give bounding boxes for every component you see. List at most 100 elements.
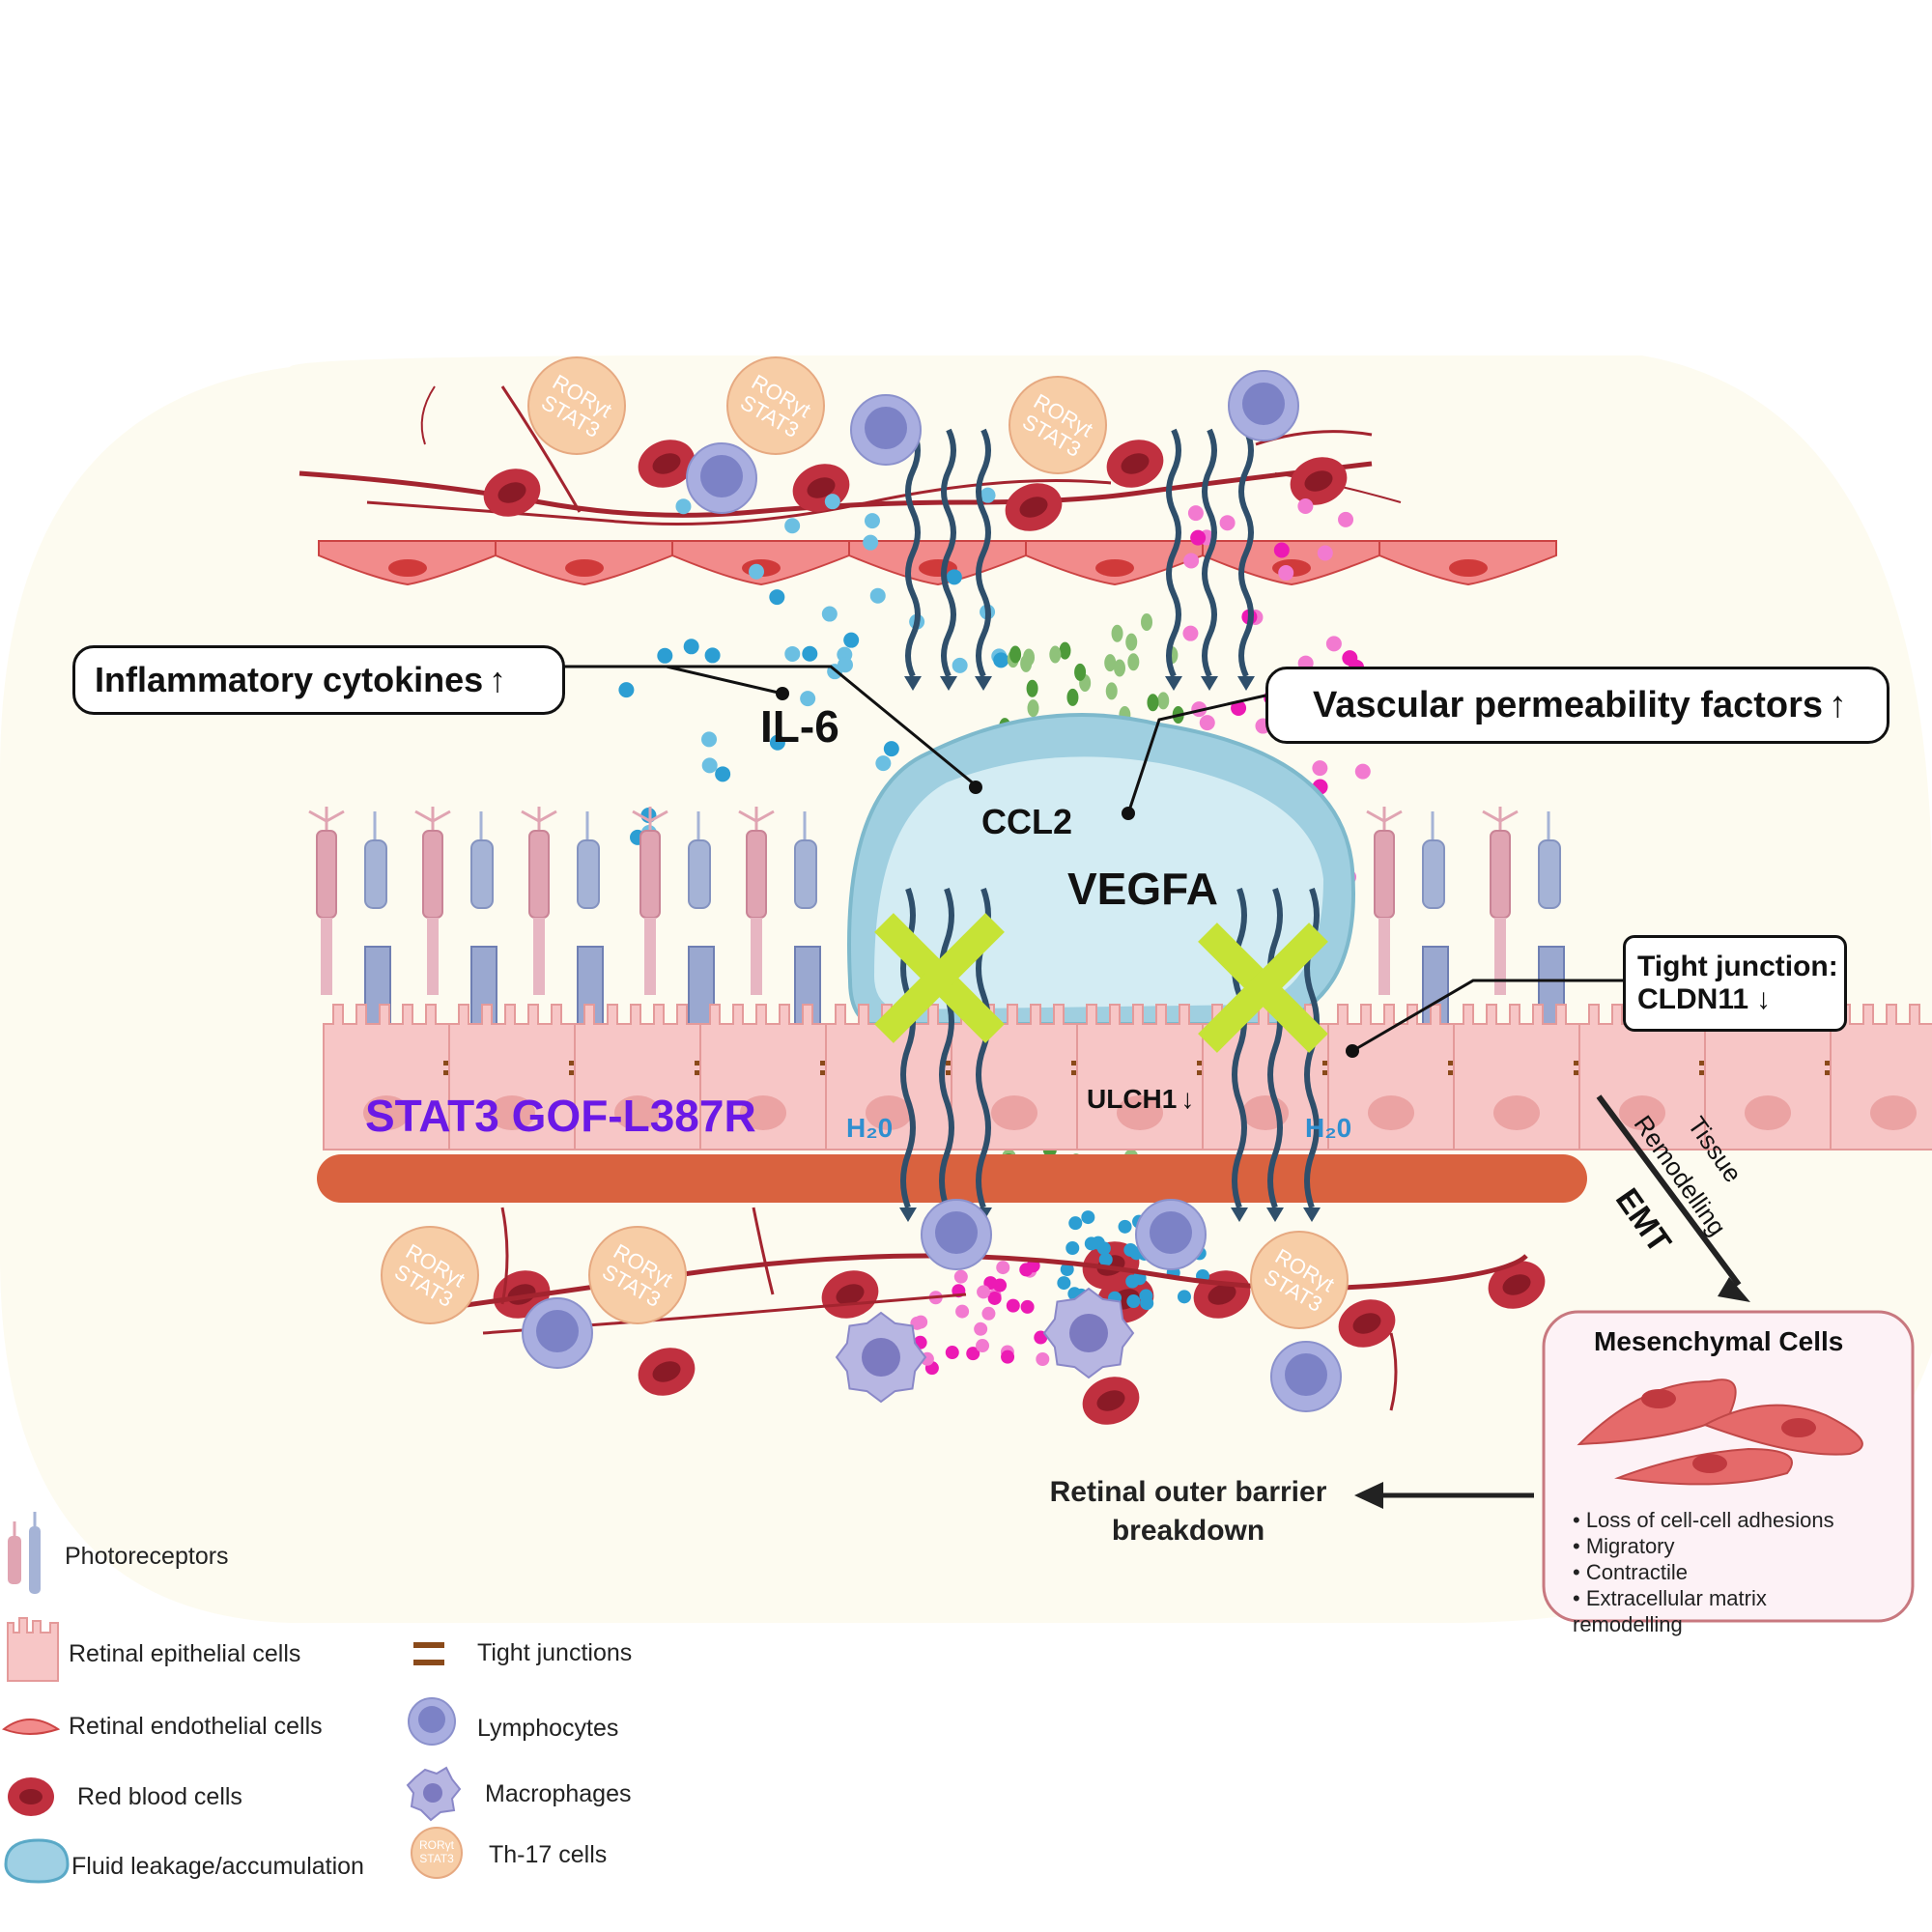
legend-lymphocytes: Lymphocytes [477, 1715, 619, 1742]
rbc-center [652, 453, 681, 474]
cone-body [577, 839, 600, 909]
vegfa-dot [1278, 565, 1294, 582]
epithelial-cell [1453, 1004, 1580, 1151]
cone-body [470, 839, 494, 909]
il6-dot [837, 657, 853, 673]
breakdown-arrow [1354, 1482, 1534, 1509]
epithelial-nucleus [1117, 1095, 1163, 1130]
top-flux-arrow [941, 428, 956, 678]
ulch1-dot [1027, 699, 1039, 718]
rod-tip [308, 810, 345, 823]
lymphocyte-nucleus [1150, 1211, 1192, 1254]
legend-macrophages: Macrophages [485, 1780, 632, 1807]
rod-body [316, 830, 337, 919]
ulch1-dot [1049, 645, 1062, 664]
il6-dot [843, 632, 860, 648]
il6-dot [980, 487, 996, 503]
epithelial-nucleus [489, 1095, 535, 1130]
ulch1-label-group: ULCH1↓ [1087, 1084, 1194, 1115]
vegfa-dot [910, 1316, 924, 1330]
il6-dot [683, 639, 699, 655]
epithelial-cell [1076, 1004, 1204, 1151]
th17-cell [527, 356, 626, 455]
top-flux-arrow [1166, 428, 1181, 678]
rod-tip [1482, 810, 1519, 823]
il6-dot [701, 731, 718, 748]
vegfa-dot [966, 1347, 980, 1361]
top-flux-arrow-head [1201, 676, 1218, 691]
legend-photoreceptor-icon [8, 1512, 41, 1594]
rbc-center [1019, 497, 1048, 518]
ulch1-dot [1023, 648, 1036, 667]
vegfa-dot [1199, 715, 1215, 731]
legend-fluid-icon [4, 1838, 70, 1884]
legend-th17-icon: RORγt STAT3 [411, 1827, 463, 1879]
vegfa-dot [1325, 636, 1342, 652]
epithelial-nucleus [991, 1095, 1037, 1130]
rod-tip [521, 810, 557, 823]
rbc-center [836, 1284, 865, 1305]
water-right-label: H₂0 [1305, 1113, 1352, 1143]
vegfa-dot [1312, 760, 1328, 777]
th17-cell [1009, 376, 1107, 474]
rod-outer-segment [321, 918, 332, 995]
mesenchymal-bullet: • Migratory [1573, 1534, 1675, 1558]
epithelial-nucleus [614, 1095, 661, 1130]
cldn11-label: CLDN11 [1637, 983, 1749, 1015]
mesenchymal-bullet: • Extracellular matrix [1573, 1586, 1767, 1610]
barrier-disruption-cross-left [874, 913, 1005, 1043]
il6-dot [769, 734, 785, 751]
outcome-line2: breakdown [1111, 1515, 1265, 1547]
il6-dot [864, 513, 880, 529]
vegfa-dot [1183, 553, 1200, 569]
epithelial-nucleus [740, 1095, 786, 1130]
endothelial-nucleus [388, 559, 427, 577]
rod-body [528, 830, 550, 919]
ulch1-dot [1059, 641, 1071, 660]
rod-outer-segment [1378, 918, 1390, 995]
ulch1-dot [1066, 688, 1079, 706]
rod-body [746, 830, 767, 919]
vegfa-dot [1338, 511, 1354, 527]
il6-dot [1081, 1210, 1095, 1225]
vegfa-dot [1187, 505, 1204, 522]
il6-dot [657, 647, 673, 664]
vegfa-dot [1273, 542, 1290, 558]
endothelial-nucleus [1449, 559, 1488, 577]
legend-macrophage-icon [406, 1766, 462, 1822]
ulch1-dot [1105, 682, 1118, 700]
endothelial-nucleus [1095, 559, 1134, 577]
macrophage-nucleus [862, 1338, 900, 1377]
il6-dot [675, 498, 692, 515]
rod-outer-segment [644, 918, 656, 995]
rod-outer-segment [751, 918, 762, 995]
il6-dot [824, 494, 840, 510]
lymphocyte-nucleus [865, 407, 907, 449]
legend-th17-badge-line1: RORγt [419, 1838, 455, 1852]
bottom-flux-arrow-head [899, 1208, 917, 1222]
legend-icons: RORγt STAT3 [1, 1512, 463, 1884]
il6-dot [802, 645, 818, 662]
legend-rbc: Red blood cells [77, 1783, 242, 1810]
vegfa-dot [974, 1321, 988, 1336]
top-flux-arrow-head [940, 676, 957, 691]
rod-body [422, 830, 443, 919]
stat3-mutation-label: STAT3 GOF-L387R [365, 1091, 756, 1141]
vegfa-dot [1317, 545, 1333, 561]
epithelial-nucleus [1870, 1095, 1917, 1130]
vascular-permeability-callout: Vascular permeability factors ↑ [1265, 667, 1889, 744]
mesenchymal-bullet: • Loss of cell-cell adhesions [1573, 1508, 1834, 1532]
top-flux-arrow-head [1237, 676, 1255, 691]
legend-fluid: Fluid leakage/accumulation [71, 1853, 364, 1880]
il6-dot [784, 518, 801, 534]
vegfa-dot [1001, 1350, 1015, 1364]
vegfa-dot [996, 1261, 1010, 1275]
vegfa-dot [1190, 529, 1207, 546]
epithelial-nucleus [1745, 1095, 1791, 1130]
il6-dot [769, 589, 785, 606]
lymphocyte-nucleus [536, 1310, 579, 1352]
endothelial-nucleus [565, 559, 604, 577]
il6-dot [784, 645, 801, 662]
top-flux-arrow [1238, 428, 1254, 678]
